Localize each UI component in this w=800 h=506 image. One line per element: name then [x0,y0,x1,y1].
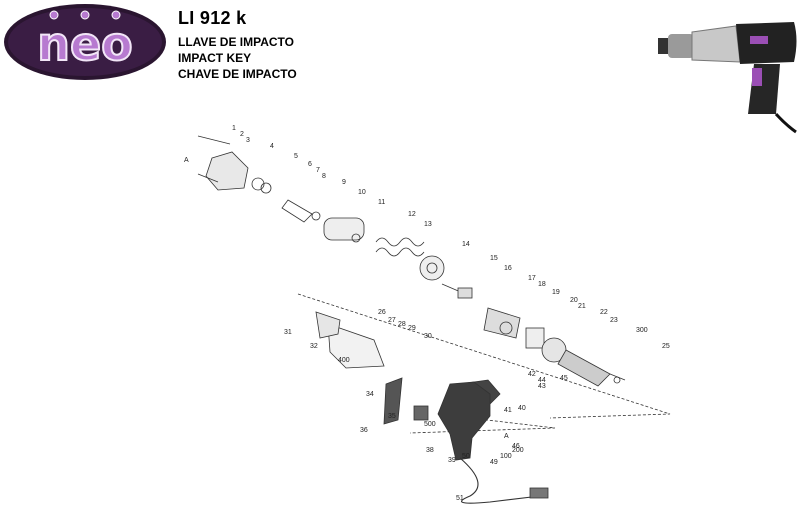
svg-text:11: 11 [378,199,385,206]
svg-text:A: A [504,433,509,440]
svg-text:26: 26 [378,309,386,316]
svg-text:44: 44 [538,377,546,384]
svg-text:21: 21 [578,303,586,310]
svg-text:14: 14 [462,241,470,248]
subtitle-pt: CHAVE DE IMPACTO [178,67,297,81]
svg-text:6: 6 [308,161,312,168]
svg-text:2: 2 [240,131,244,138]
svg-text:200: 200 [512,447,524,454]
svg-text:49: 49 [490,459,498,466]
svg-text:23: 23 [610,317,618,324]
svg-text:16: 16 [504,265,512,272]
svg-text:39: 39 [448,457,456,464]
svg-text:46: 46 [512,443,520,450]
svg-text:27: 27 [388,317,396,324]
svg-text:300: 300 [636,327,648,334]
model-title: LI 912 k [178,8,247,28]
svg-text:13: 13 [424,221,432,228]
svg-text:50: 50 [462,453,470,460]
svg-text:12: 12 [408,211,416,218]
svg-text:45: 45 [560,375,568,382]
svg-text:1: 1 [232,125,236,132]
svg-text:41: 41 [504,407,512,414]
svg-text:35: 35 [388,413,396,420]
svg-text:400: 400 [338,357,350,364]
exploded-parts-diagram: 1 2 3 4 5 6 7 8 9 10 11 12 13 14 15 16 1… [184,125,671,504]
svg-text:10: 10 [358,189,366,196]
subtitle-en: IMPACT KEY [178,51,252,65]
svg-text:500: 500 [424,421,436,428]
svg-text:19: 19 [552,289,560,296]
svg-text:31: 31 [284,329,292,336]
svg-text:100: 100 [500,453,512,460]
product-photo [658,22,797,134]
svg-text:25: 25 [662,343,670,350]
svg-text:22: 22 [600,309,608,316]
svg-text:4: 4 [270,143,274,150]
svg-text:34: 34 [366,391,374,398]
svg-text:3: 3 [246,137,250,144]
svg-text:30: 30 [424,333,432,340]
svg-text:40: 40 [518,405,526,412]
svg-text:43: 43 [538,383,546,390]
svg-text:29: 29 [408,325,416,332]
logo-wordmark: neo [37,17,133,71]
svg-text:7: 7 [316,167,320,174]
svg-text:9: 9 [342,179,346,186]
title-block: LI 912 k LLAVE DE IMPACTO IMPACT KEY CHA… [178,8,297,82]
svg-text:8: 8 [322,173,326,180]
svg-text:A: A [184,157,189,164]
svg-text:51: 51 [456,495,464,502]
svg-text:5: 5 [294,153,298,160]
svg-text:38: 38 [426,447,434,454]
svg-text:36: 36 [360,427,368,434]
subtitle-es: LLAVE DE IMPACTO [178,35,295,49]
svg-text:32: 32 [310,343,318,350]
neo-logo: neo [4,4,166,80]
svg-text:20: 20 [570,297,578,304]
svg-text:17: 17 [528,275,536,282]
svg-text:28: 28 [398,321,406,328]
svg-text:18: 18 [538,281,546,288]
svg-text:42: 42 [528,371,536,378]
svg-text:15: 15 [490,255,498,262]
